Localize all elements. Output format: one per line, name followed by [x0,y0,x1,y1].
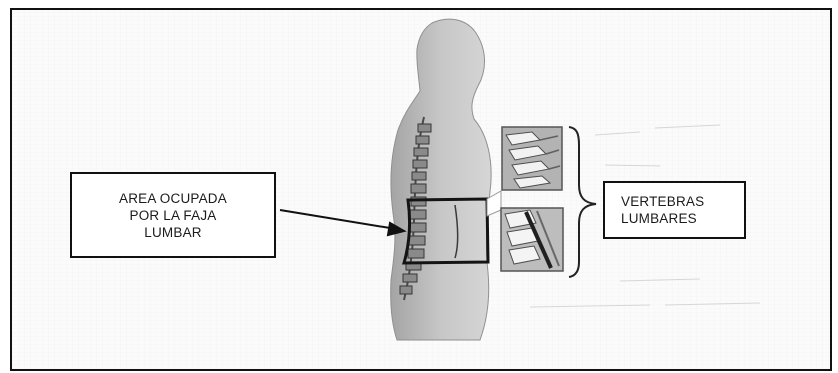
vertebrae-brace [569,127,596,277]
lumbar-vertebrae-label: VERTEBRAS LUMBARES [603,181,746,239]
belt-area-label: AREA OCUPADA POR LA FAJA LUMBAR [70,172,276,258]
vertebra-detail-image-lower [501,208,563,271]
vertebra-detail-image-upper [502,127,562,190]
belt-pointer-arrow [280,210,404,235]
